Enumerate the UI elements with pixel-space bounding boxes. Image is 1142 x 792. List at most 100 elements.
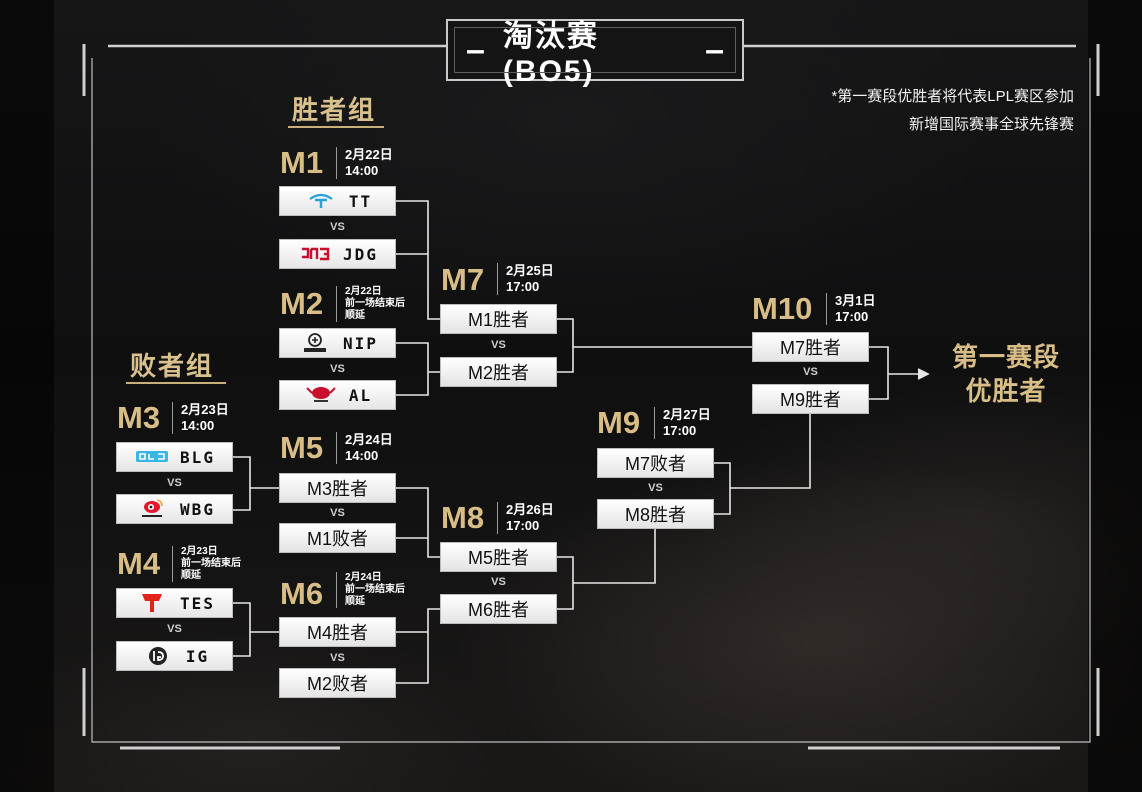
vs-m4: VS (167, 623, 182, 635)
match-info-m4: 2月23日 前一场结束后 顺延 (172, 546, 241, 582)
vs-m3: VS (167, 477, 182, 489)
match-date-m8: 2月26日 (506, 502, 554, 517)
winners-group-underline (288, 126, 384, 128)
match-label-m10: M10 (752, 291, 813, 326)
match-time-m3: 14:00 (181, 418, 215, 433)
match-date-m6: 2月24日 (345, 572, 382, 583)
match-label-m2: M2 (280, 286, 324, 321)
losers-group-underline (126, 382, 226, 384)
team-name-ig: IG (185, 646, 210, 666)
team-card-nip[interactable]: NIP (279, 328, 396, 358)
match-time-m1: 14:00 (345, 163, 379, 178)
match-note-m4: 前一场结束后 (181, 558, 241, 569)
match-time-m7: 17:00 (506, 279, 540, 294)
title-dash-left: – (466, 30, 485, 69)
vs-m10: VS (803, 366, 818, 378)
team-card-wbg[interactable]: WBG (116, 494, 233, 524)
match-label-m7: M7 (441, 262, 485, 297)
match-label-m8: M8 (441, 500, 485, 535)
team-card-jdg[interactable]: JDG (279, 239, 396, 269)
tt-logo-icon (303, 191, 339, 211)
right-dark-margin (1088, 0, 1142, 792)
team-name-blg: BLG (180, 447, 215, 467)
winners-group-title: 胜者组 (292, 95, 377, 125)
match-note-m6: 前一场结束后 (345, 584, 405, 595)
match-date-m4: 2月23日 (181, 546, 218, 557)
match-date-m3: 2月23日 (181, 402, 229, 417)
match-label-m6: M6 (280, 576, 324, 611)
team-name-al: AL (348, 385, 373, 405)
team-card-tt[interactable]: TT (279, 186, 396, 216)
slot-m5-2[interactable]: M1败者 (279, 523, 396, 553)
match-date-m9: 2月27日 (663, 407, 711, 422)
match-info-m1: 2月22日 14:00 (336, 147, 393, 179)
match-label-m9: M9 (597, 405, 641, 440)
note-line-2: 新增国际赛事全球先锋赛 (908, 116, 1074, 133)
wbg-logo-icon (134, 499, 170, 519)
vs-m1: VS (330, 221, 345, 233)
vs-m2: VS (330, 363, 345, 375)
slot-m9-1[interactable]: M7败者 (597, 448, 714, 478)
team-name-tes: TES (180, 593, 215, 613)
tes-logo-icon (134, 593, 170, 613)
note-line-1: *第一赛段优胜者将代表LPL赛区参加 (831, 88, 1074, 105)
stage-title: 淘汰赛(BO5) (502, 20, 599, 88)
vs-m7: VS (491, 339, 506, 351)
team-card-al[interactable]: AL (279, 380, 396, 410)
match-date-m10: 3月1日 (835, 293, 876, 308)
ig-logo-icon (140, 646, 176, 666)
al-logo-icon (303, 385, 339, 405)
match-date-m7: 2月25日 (506, 263, 554, 278)
slot-m5-1[interactable]: M3胜者 (279, 473, 396, 503)
match-info-m8: 2月26日 17:00 (497, 502, 554, 534)
vs-m5: VS (330, 507, 345, 519)
match-time-m5: 14:00 (345, 448, 379, 463)
match-info-m2: 2月22日 前一场结束后 顺延 (336, 286, 405, 322)
slot-m7-1[interactable]: M1胜者 (440, 304, 557, 334)
match-note2-m2: 顺延 (345, 310, 365, 321)
team-name-jdg: JDG (343, 244, 378, 264)
nip-logo-icon (297, 333, 333, 353)
match-label-m4: M4 (117, 546, 161, 581)
jdg-logo-icon (297, 244, 333, 264)
match-date-m2: 2月22日 (345, 286, 382, 297)
match-info-m10: 3月1日 17:00 (826, 293, 875, 325)
match-info-m7: 2月25日 17:00 (497, 263, 554, 295)
match-info-m5: 2月24日 14:00 (336, 432, 393, 464)
stage-winner-line-1: 第一赛段 (951, 342, 1060, 372)
slot-m6-2[interactable]: M2败者 (279, 668, 396, 698)
team-card-tes[interactable]: TES (116, 588, 233, 618)
match-time-m8: 17:00 (506, 518, 540, 533)
slot-m8-2[interactable]: M6胜者 (440, 594, 557, 624)
stage-winner-label: 第一赛段 优胜者 (936, 340, 1076, 408)
slot-m6-1[interactable]: M4胜者 (279, 617, 396, 647)
vs-m8: VS (491, 576, 506, 588)
slot-m10-1[interactable]: M7胜者 (752, 332, 869, 362)
losers-group-title: 败者组 (130, 351, 215, 381)
match-info-m6: 2月24日 前一场结束后 顺延 (336, 572, 405, 608)
stage-winner-line-2: 优胜者 (965, 376, 1047, 406)
match-note-m2: 前一场结束后 (345, 298, 405, 309)
match-date-m1: 2月22日 (345, 147, 393, 162)
team-name-nip: NIP (343, 333, 378, 353)
match-info-m9: 2月27日 17:00 (654, 407, 711, 439)
stage-title-banner: – 淘汰赛(BO5) – (446, 19, 744, 88)
team-card-ig[interactable]: IG (116, 641, 233, 671)
slot-m10-2[interactable]: M9胜者 (752, 384, 869, 414)
title-dash-right: – (705, 30, 724, 69)
vs-m9: VS (648, 482, 663, 494)
team-card-blg[interactable]: BLG (116, 442, 233, 472)
match-time-m10: 17:00 (835, 309, 869, 324)
slot-m8-1[interactable]: M5胜者 (440, 542, 557, 572)
vs-m6: VS (330, 652, 345, 664)
team-name-tt: TT (348, 191, 373, 211)
match-label-m5: M5 (280, 430, 324, 465)
left-dark-margin (0, 0, 54, 792)
blg-logo-icon (134, 447, 170, 467)
match-note2-m4: 顺延 (181, 570, 201, 581)
match-note2-m6: 顺延 (345, 596, 365, 607)
slot-m9-2[interactable]: M8胜者 (597, 499, 714, 529)
slot-m7-2[interactable]: M2胜者 (440, 357, 557, 387)
